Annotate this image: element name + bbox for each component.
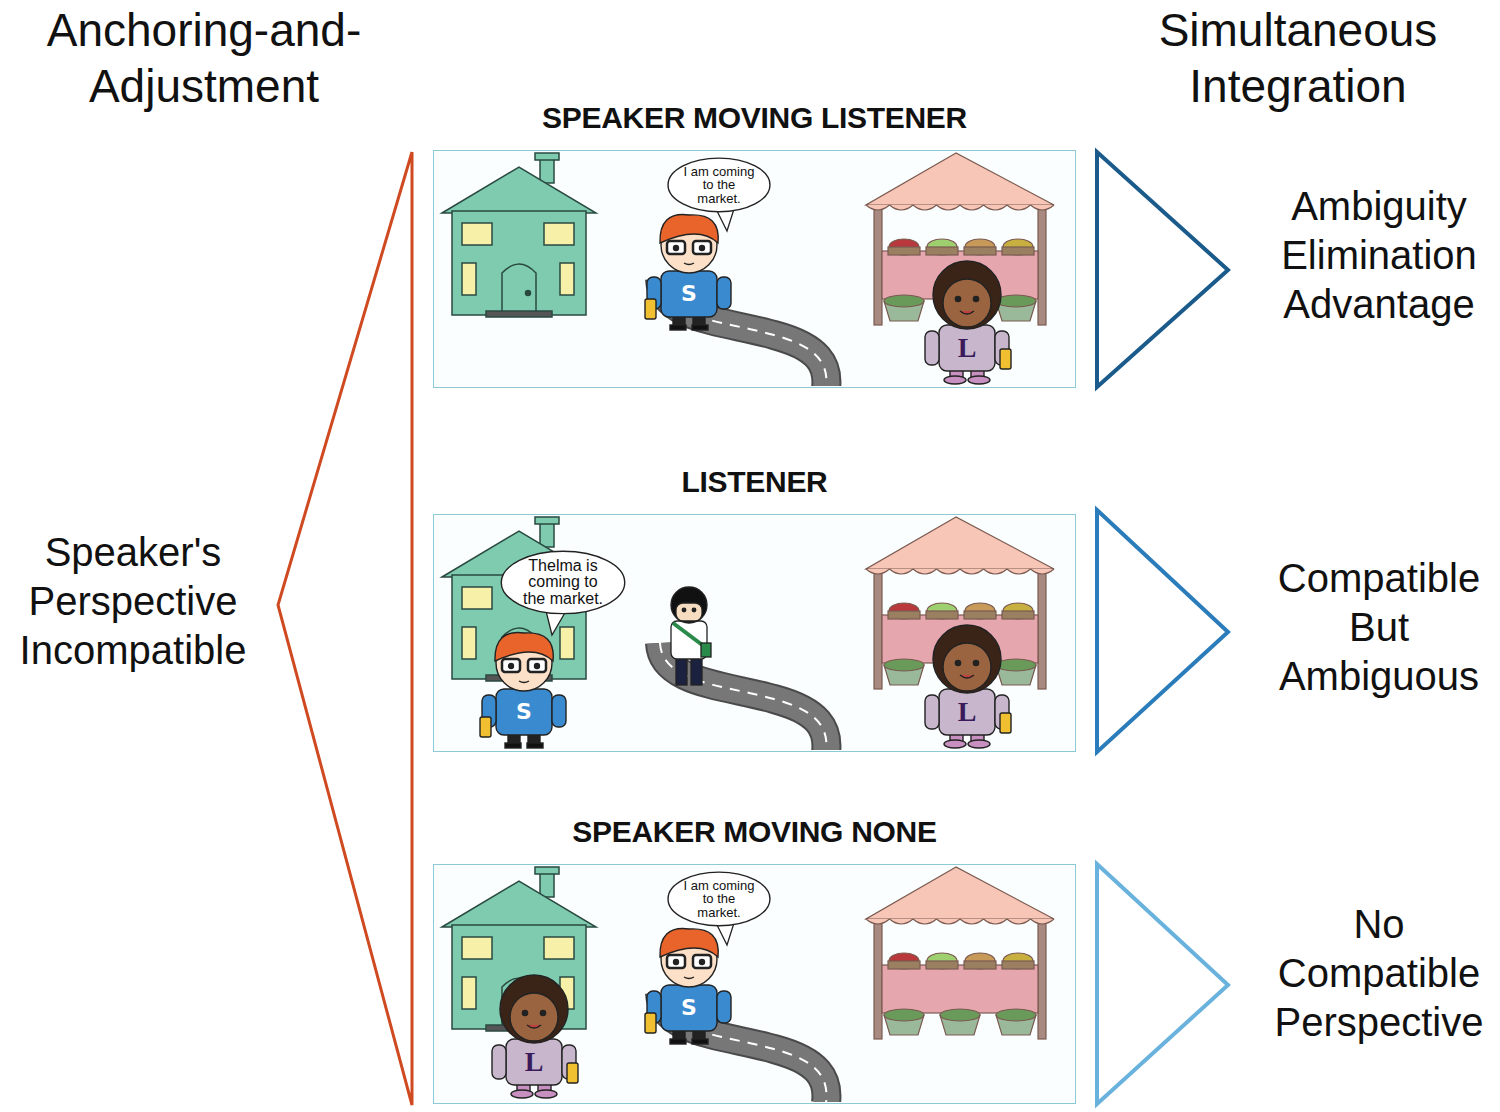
outcome-label: No Compatible Perspective	[1260, 900, 1498, 1046]
shirt-letter: S	[672, 279, 706, 309]
bubble-text-group: I am coming to the market.	[682, 165, 756, 205]
shirt-letter: L	[950, 697, 984, 727]
bubble-text-group: I am coming to the market.	[682, 879, 756, 919]
side-label: Speaker's Perspective Incompatible	[2, 528, 264, 674]
shirt-letter: L	[950, 333, 984, 363]
shirt-letter: S	[672, 993, 706, 1023]
bubble-text-group: Thelma is coming to the market.	[515, 558, 611, 607]
panel-title: SPEAKER MOVING LISTENER	[394, 101, 1115, 135]
speech-bubble: I am coming to the market.	[667, 871, 771, 927]
bubble-text: I am coming to the market.	[682, 165, 756, 205]
bubble-text: I am coming to the market.	[682, 879, 756, 919]
shirt-letter: S	[507, 697, 541, 727]
speech-bubble: I am coming to the market.	[667, 157, 771, 213]
speech-bubble: Thelma is coming to the market.	[500, 550, 626, 615]
panel-title: SPEAKER MOVING NONE	[394, 815, 1115, 849]
outcome-label: Compatible But Ambiguous	[1260, 554, 1498, 700]
shirt-letter: L	[517, 1047, 551, 1077]
panel-title: LISTENER	[394, 465, 1115, 499]
column-heading: Simultaneous Integration	[1110, 2, 1486, 114]
scene-panel: SPEAKER MOVING LISTENERI am coming to th…	[433, 150, 1076, 388]
bubble-text: Thelma is coming to the market.	[515, 558, 611, 607]
column-heading: Anchoring-and-Adjustment	[10, 2, 398, 114]
scene-panel: LISTENERThelma is coming to the market.S…	[433, 514, 1076, 752]
outcome-label: Ambiguity Elimination Advantage	[1260, 182, 1498, 328]
scene-panel: SPEAKER MOVING NONEI am coming to the ma…	[433, 864, 1076, 1104]
